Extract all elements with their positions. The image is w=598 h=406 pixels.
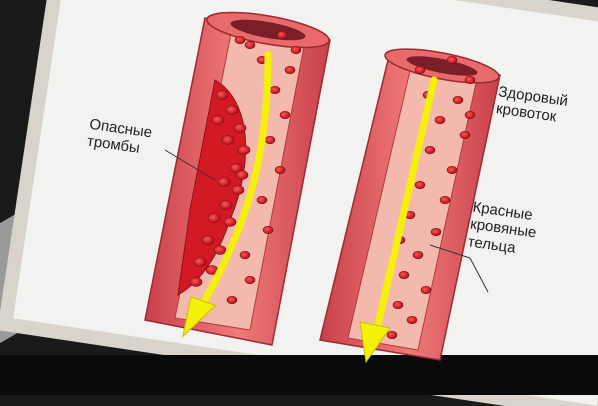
blood-cell (257, 196, 267, 204)
blood-cell (447, 166, 457, 174)
blood-cell (277, 31, 287, 39)
blood-cell (387, 331, 397, 339)
blood-cell (280, 111, 290, 119)
blood-cell (194, 258, 206, 267)
blood-cell (212, 116, 224, 125)
blood-cell (240, 251, 250, 259)
blood-cell (218, 178, 230, 187)
blood-cell (399, 271, 409, 279)
blood-cell (220, 201, 232, 210)
blood-cell (447, 56, 457, 64)
blood-cell (275, 166, 285, 174)
red-blood-cells-label: Красные кровяные тельца (467, 199, 540, 260)
pointer-rbc-2 (470, 258, 488, 292)
blood-cell (465, 111, 475, 119)
blood-cell (415, 181, 425, 189)
blood-cell (222, 136, 234, 145)
blood-cell (431, 228, 441, 236)
blood-cell (407, 316, 417, 324)
blood-cell (214, 246, 226, 255)
blood-cell (245, 276, 255, 284)
blood-cell (227, 296, 237, 304)
blood-vessel-diagram (0, 0, 598, 374)
blood-cell (453, 96, 463, 104)
blood-cell (208, 214, 220, 223)
blood-cell (202, 236, 214, 245)
blood-cell (190, 278, 202, 287)
blood-cell (226, 106, 238, 115)
blood-cell (435, 116, 445, 124)
blood-cell (393, 301, 403, 309)
blood-cell (413, 251, 423, 259)
blood-cell (285, 66, 295, 74)
blood-cell (270, 86, 280, 94)
blood-cell (224, 218, 236, 227)
blood-cell (291, 46, 301, 54)
blood-cell (216, 91, 228, 100)
blood-cell (238, 146, 250, 155)
clotted-vessel (145, 5, 331, 345)
blood-cell (421, 286, 431, 294)
blood-cell (465, 76, 475, 84)
blood-cell (245, 41, 255, 49)
blood-cell (425, 146, 435, 154)
blood-cell (263, 226, 273, 234)
blood-cell (235, 36, 245, 44)
blood-cell (415, 66, 425, 74)
blood-cell (234, 124, 246, 133)
blood-cell (236, 171, 248, 180)
blood-cell (460, 131, 470, 139)
blood-cell (440, 196, 450, 204)
blood-cell (232, 186, 244, 195)
blood-cell (265, 136, 275, 144)
screen-frame: Опасные тромбы Здоровый кровоток Красные… (0, 0, 598, 374)
